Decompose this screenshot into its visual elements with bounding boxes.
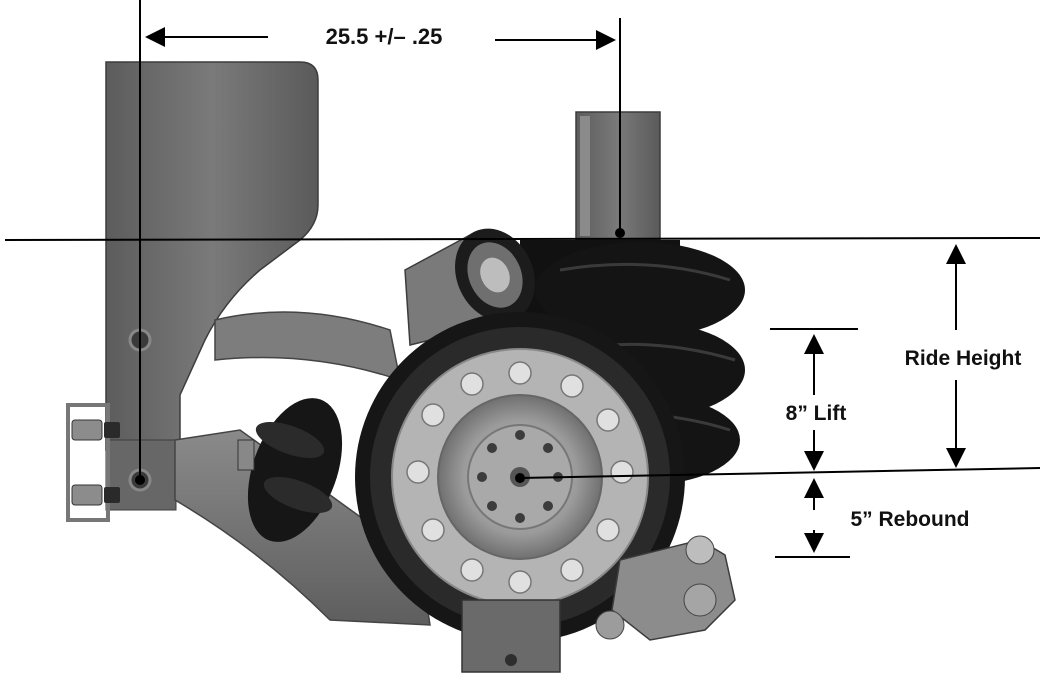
spacing-label-bg [282,14,490,54]
lower-mount [461,599,561,673]
axle-center-line [519,467,1041,479]
lift-label: 8” Lift [786,402,847,425]
rebound-label: 5” Rebound [851,508,970,531]
suspension-illustration [66,61,745,673]
rear-bracket [575,111,661,241]
dimension-lines [4,0,1041,558]
ride-height-label-bg [888,338,1038,376]
u-bolt-clamp-icon [66,403,120,522]
lift-bag-icon [237,398,343,542]
ride-height-label: Ride Height [905,347,1022,370]
lift-label-bg [774,396,858,430]
upper-trailing-arm [214,311,401,382]
ride-height-top-line [4,237,1041,241]
brake-chamber-icon [455,228,535,322]
slack-adjuster-icon [595,535,736,641]
spacing-label: 25.5 +/– .25 [326,24,443,49]
